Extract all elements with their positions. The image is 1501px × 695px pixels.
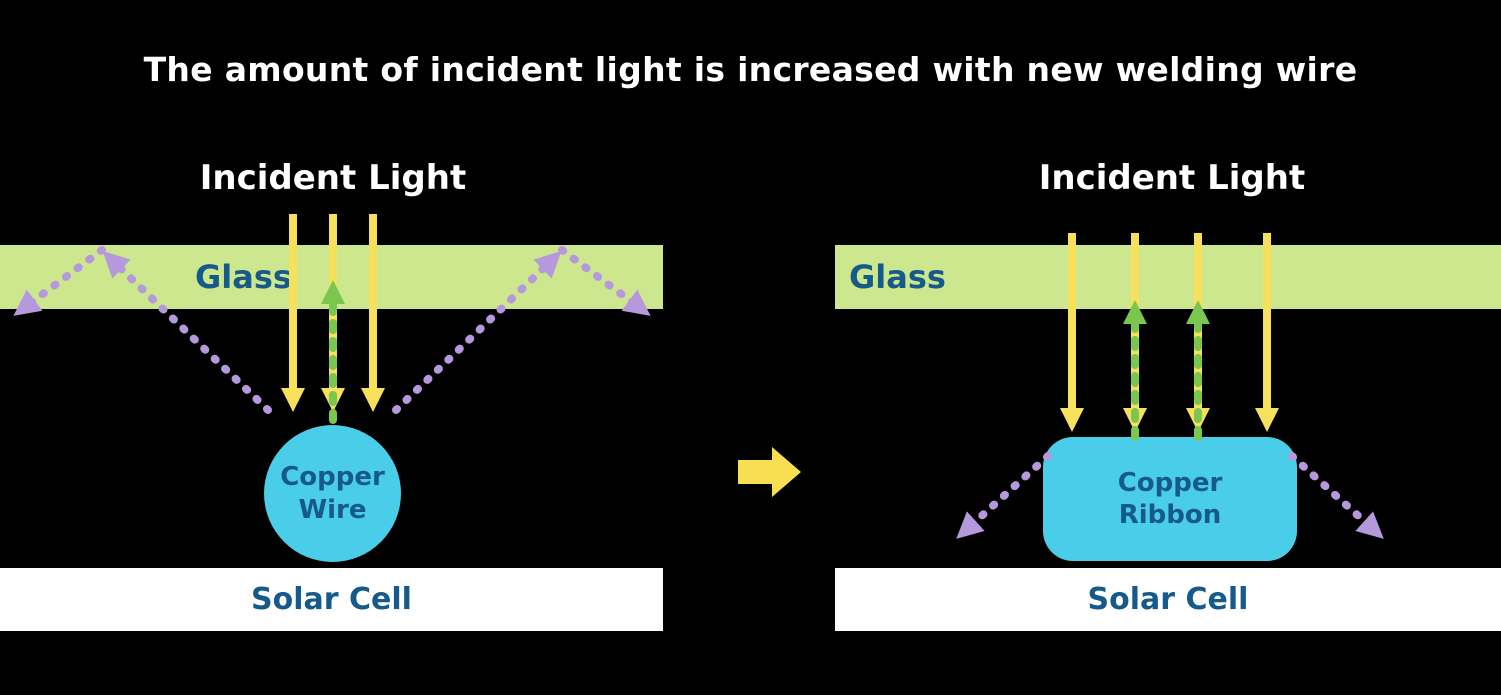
left-glass-layer: Glass bbox=[0, 245, 663, 309]
scattered-arrow-icon bbox=[1288, 452, 1384, 539]
right-incident-light-label: Incident Light bbox=[1038, 158, 1306, 198]
transition-arrow-icon bbox=[738, 447, 801, 497]
left-copper-wire-shape: Copper Wire bbox=[264, 425, 401, 562]
right-solar-cell-layer: Solar Cell bbox=[835, 568, 1501, 631]
scattered-arrow-icon bbox=[956, 452, 1052, 539]
right-reflected-light-arrows bbox=[1123, 300, 1210, 441]
right-copper-ribbon-shape: Copper Ribbon bbox=[1043, 437, 1297, 561]
left-solar-cell-layer: Solar Cell bbox=[0, 568, 663, 631]
left-solar-cell-label: Solar Cell bbox=[251, 582, 412, 617]
left-glass-label: Glass bbox=[195, 258, 292, 296]
right-glass-layer: Glass bbox=[835, 245, 1501, 309]
left-incident-light-label: Incident Light bbox=[199, 158, 467, 198]
right-glass-label: Glass bbox=[849, 258, 946, 296]
right-solar-cell-label: Solar Cell bbox=[1087, 582, 1249, 617]
right-component-label: Copper Ribbon bbox=[1117, 467, 1223, 531]
left-component-label: Copper Wire bbox=[280, 462, 385, 525]
diagram-title: The amount of incident light is increase… bbox=[143, 50, 1358, 89]
